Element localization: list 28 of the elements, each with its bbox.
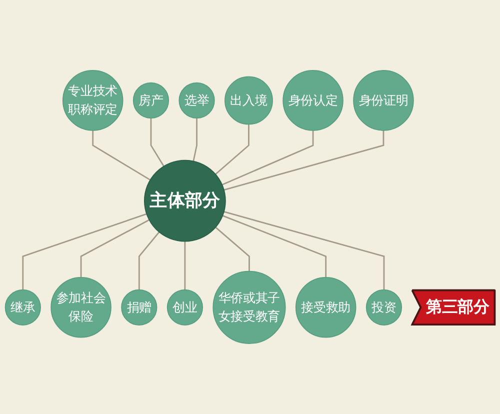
- topic-circle: 身份认定: [282, 70, 344, 131]
- connector-line: [224, 211, 385, 290]
- topic-circle: 选举: [178, 82, 215, 118]
- connector-line: [92, 130, 151, 181]
- topic-circle: 身份证明: [353, 70, 414, 131]
- topic-circle: 创业: [166, 289, 203, 326]
- topic-circle: 接受救助: [295, 277, 356, 338]
- connector-line: [222, 215, 327, 278]
- connector-line: [184, 241, 186, 290]
- topic-circle: 华侨或其子女接受教育: [212, 270, 286, 344]
- connector-line: [138, 232, 160, 290]
- connector-line: [192, 118, 198, 162]
- connector-line: [80, 219, 150, 278]
- topic-circle: 参加社会保险: [50, 277, 112, 338]
- topic-circle: 继承: [4, 289, 41, 326]
- topic-circle: 房产: [132, 82, 170, 118]
- topic-circle: 出入境: [224, 76, 273, 125]
- connector-line: [150, 118, 164, 167]
- connector-line: [222, 130, 314, 186]
- connector-line: [22, 213, 147, 290]
- connector-line: [224, 130, 384, 191]
- connector-line: [215, 226, 250, 272]
- topic-circle: 投资: [366, 289, 402, 326]
- topic-circle: 专业技术职称评定: [62, 70, 124, 131]
- connector-line: [215, 124, 250, 175]
- hub-circle: 主体部分: [144, 160, 226, 242]
- topic-circle: 捐赠: [121, 289, 158, 326]
- section-ribbon: 第三部分: [411, 289, 496, 326]
